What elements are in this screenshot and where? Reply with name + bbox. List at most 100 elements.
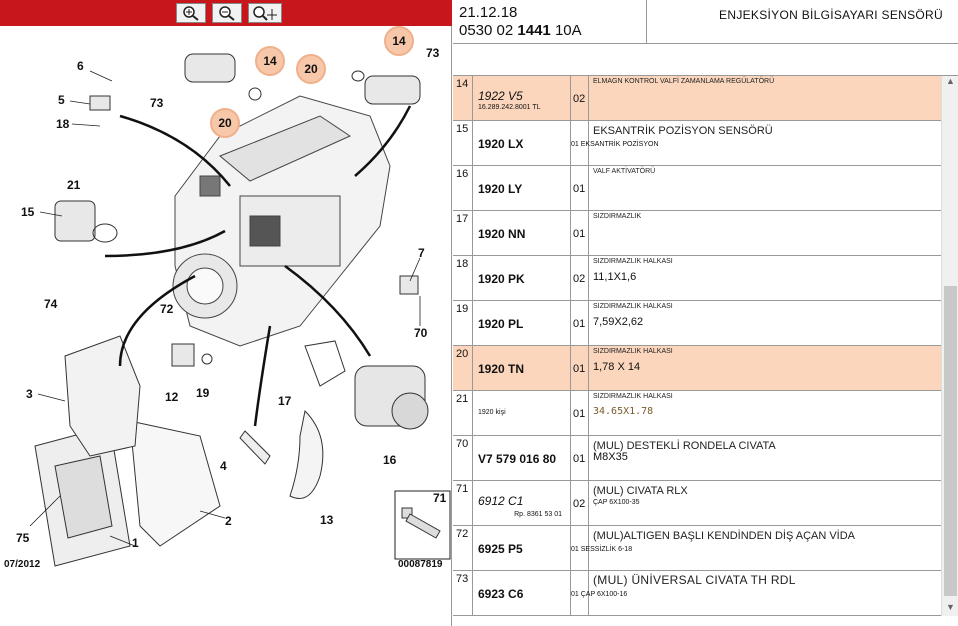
callout-6[interactable]: 6 [77,59,84,73]
callout-19[interactable]: 19 [196,386,210,400]
description-title: SIZDIRMAZLIK HALKASI [593,348,673,355]
reference-number[interactable]: 1920 LX [478,137,524,151]
row-number: 17 [453,211,473,256]
description-detail: M8X35 [593,451,628,463]
reference-number[interactable]: 1920 PK [478,272,525,286]
diagram-canvas: 6 5 18 73 14 20 20 14 73 21 15 7 74 72 7… [0,26,452,626]
callout-15[interactable]: 15 [21,205,35,219]
callout-21[interactable]: 21 [67,178,81,192]
diagram-toolbar [0,0,452,26]
callout-2[interactable]: 2 [225,514,232,528]
parts-diagram-panel: 6 5 18 73 14 20 20 14 73 21 15 7 74 72 7… [0,0,452,626]
callout-73[interactable]: 73 [426,46,440,60]
scrollbar[interactable]: ▲ ▼ [941,76,958,616]
reference-cell[interactable]: 6925 P5 [473,526,571,571]
zoom-in-button[interactable] [176,3,206,23]
callout-74[interactable]: 74 [44,297,58,311]
reference-cell[interactable]: 1920 kişi [473,391,571,436]
reference-number[interactable]: 6912 C1 [478,494,524,508]
reference-cell[interactable]: 1920 PK [473,256,571,301]
description-detail: 01 SESSİZLİK 6-18 [571,546,633,553]
reference-number[interactable]: 1920 TN [478,362,525,376]
parts-list-panel: 21.12.18 0530 02 1441 10A ENJEKSİYON BİL… [453,0,958,626]
callout-70[interactable]: 70 [414,326,428,340]
reference-number[interactable]: 1922 V5 [478,89,523,103]
zoom-pan-button[interactable] [248,3,282,23]
callout-1[interactable]: 1 [132,536,139,550]
callout-18[interactable]: 18 [56,117,70,131]
callout-20-highlighted[interactable]: 20 [296,54,326,84]
reference-number[interactable]: V7 579 016 80 [478,452,557,466]
scroll-down-arrow-icon[interactable]: ▼ [946,602,955,612]
callout-17[interactable]: 17 [278,394,292,408]
row-number: 73 [453,571,473,616]
callout-14-highlighted[interactable]: 14 [384,26,414,56]
callout-16[interactable]: 16 [383,453,397,467]
description-title: ELMAGN KONTROL VALFİ ZAMANLAMA REGÜLATÖR… [593,78,775,85]
zoom-out-button[interactable] [212,3,242,23]
reference-cell[interactable]: 1920 NN [473,211,571,256]
row-number: 16 [453,166,473,211]
zoom-out-icon [219,6,235,21]
callout-13[interactable]: 13 [320,513,334,527]
callout-7[interactable]: 7 [418,246,425,260]
callout-73[interactable]: 73 [150,96,164,110]
callout-71[interactable]: 71 [433,491,447,505]
reference-cell[interactable]: 1920 TN [473,346,571,391]
reference-cell[interactable]: 6923 C6 [473,571,571,616]
diagram-ref: 00087819 [398,559,443,570]
callout-5[interactable]: 5 [58,93,65,107]
quantity-value: 01 [573,228,586,240]
table-row[interactable]: 70 V7 579 016 80 01(MUL) DESTEKLİ RONDELA … [453,436,941,481]
description-detail: 1,78 X 14 [593,361,641,373]
callout-4[interactable]: 4 [220,459,227,473]
quantity-cell: 01 [571,301,589,346]
reference-number[interactable]: 6925 P5 [478,542,523,556]
description-cell: SIZDIRMAZLIK [589,211,941,256]
reference-cell[interactable]: 1920 PL [473,301,571,346]
reference-sub: Rp. 8361 53 01 [514,511,562,518]
row-number: 70 [453,436,473,481]
reference-number[interactable]: 1920 PL [478,317,524,331]
callout-3[interactable]: 3 [26,387,33,401]
reference-cell[interactable]: 6912 C1 Rp. 8361 53 01 [473,481,571,526]
quantity-value: 01 [573,453,586,465]
quantity-cell: 01 [571,436,589,481]
row-number: 18 [453,256,473,301]
callout-75[interactable]: 75 [16,531,30,545]
header-spacer [453,44,958,76]
quantity-cell: 02 [571,256,589,301]
zoom-move-icon [253,6,277,21]
reference-number[interactable]: 1920 LY [478,182,523,196]
reference-number[interactable]: 6923 C6 [478,587,524,601]
reference-cell[interactable]: 1920 LX [473,121,571,166]
reference-cell[interactable]: 1920 LY [473,166,571,211]
callout-20-highlighted[interactable]: 20 [210,108,240,138]
description-detail: 01 EKSANTRİK POZİSYON [571,141,659,148]
reference-number[interactable]: 1920 NN [478,227,526,241]
callout-12[interactable]: 12 [165,390,179,404]
scroll-thumb[interactable] [944,286,957,596]
scroll-up-arrow-icon[interactable]: ▲ [946,76,955,86]
reference-cell[interactable]: V7 579 016 80 [473,436,571,481]
row-number: 20 [453,346,473,391]
quantity-value: 02 [573,498,586,510]
callout-14-highlighted[interactable]: 14 [255,46,285,76]
description-detail: 7,59X2,62 [593,316,644,328]
callout-72[interactable]: 72 [160,302,174,316]
